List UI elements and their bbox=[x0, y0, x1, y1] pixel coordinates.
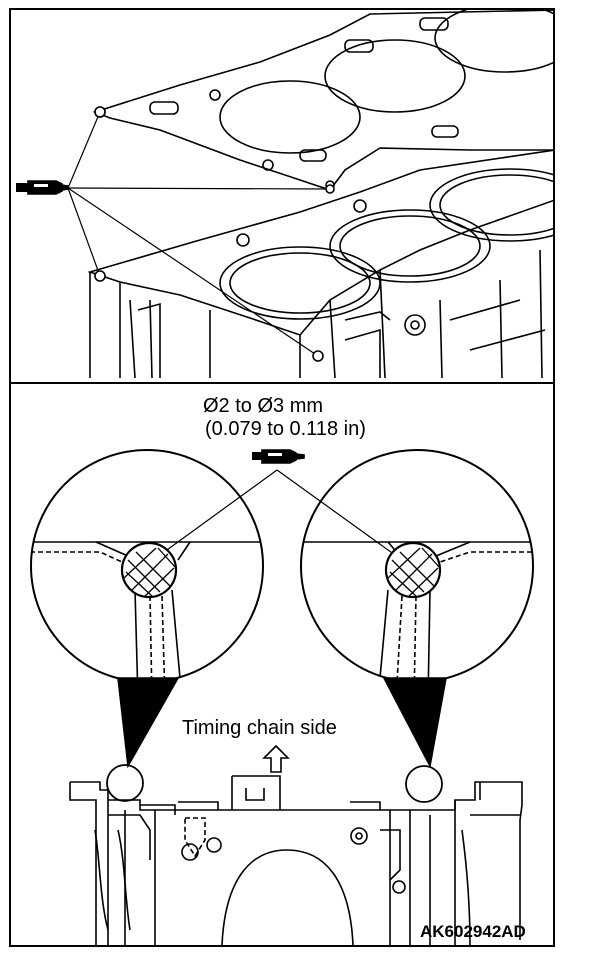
bead-size-in: (0.079 to 0.118 in) bbox=[205, 418, 366, 440]
leader-line bbox=[67, 187, 319, 357]
sealant-point bbox=[325, 184, 335, 194]
gasket-bore-1 bbox=[219, 80, 361, 154]
sealant-tube-icon bbox=[252, 449, 305, 464]
sealant-point bbox=[94, 270, 106, 282]
panel-divider bbox=[9, 382, 555, 384]
left-pointer bbox=[117, 677, 180, 769]
figure-frame bbox=[9, 8, 555, 947]
bead-size-mm: Ø2 to Ø3 mm bbox=[203, 395, 324, 417]
sealant-point-right bbox=[405, 765, 443, 803]
right-detail-circle bbox=[300, 449, 534, 683]
sealant-point bbox=[94, 106, 106, 118]
figure-code: AK602942AD bbox=[420, 922, 526, 941]
leader-line bbox=[67, 111, 101, 189]
sealant-tube-icon bbox=[16, 180, 69, 195]
leader-line bbox=[276, 469, 414, 569]
right-pointer bbox=[382, 677, 447, 769]
sealant-point bbox=[312, 350, 324, 362]
block-deck bbox=[87, 149, 553, 336]
gasket-bore-2 bbox=[324, 39, 466, 113]
up-arrow-icon bbox=[262, 744, 290, 773]
gasket-bore-3 bbox=[434, 10, 553, 73]
block-bore-1 bbox=[219, 246, 381, 320]
gasket-block-view bbox=[87, 10, 553, 379]
leader-line bbox=[148, 469, 278, 564]
left-detail-circle bbox=[30, 449, 264, 683]
sealant-point-left bbox=[106, 764, 144, 802]
leader-line bbox=[67, 187, 331, 190]
leader-line bbox=[67, 187, 101, 277]
block-front-view bbox=[69, 775, 523, 945]
head-gasket bbox=[92, 10, 553, 191]
block-bore-2 bbox=[329, 209, 491, 283]
direction-label: Timing chain side bbox=[182, 717, 337, 739]
block-bore-3 bbox=[429, 168, 553, 242]
